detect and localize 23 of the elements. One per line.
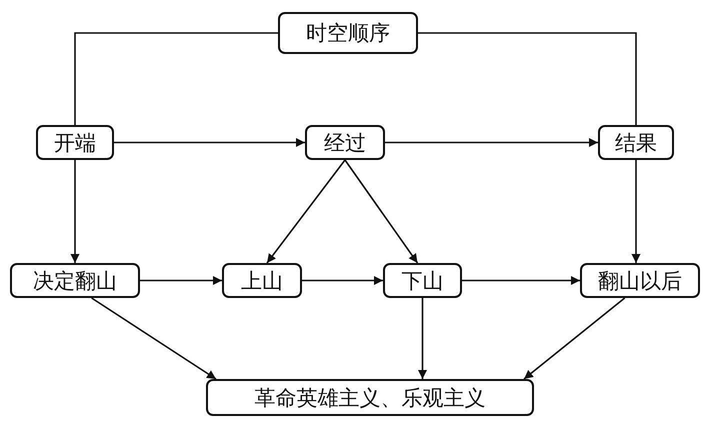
text-box: 革命英雄主义、乐观主义	[206, 379, 534, 416]
arrow	[632, 160, 640, 263]
connector-line	[74, 32, 278, 125]
arrow	[140, 276, 222, 285]
arrow	[114, 138, 305, 147]
text-box: 决定翻山	[10, 263, 140, 298]
text-box: 上山	[222, 263, 302, 298]
arrow	[302, 276, 383, 285]
arrow	[91, 297, 216, 380]
text-box: 时空顺序	[278, 12, 418, 54]
connector-line	[418, 32, 637, 125]
text-box: 下山	[383, 263, 462, 298]
text-box: 经过	[305, 125, 385, 160]
text-box: 开端	[36, 125, 114, 160]
arrow	[344, 160, 418, 264]
arrow	[524, 297, 626, 380]
text-box: 结果	[598, 125, 674, 160]
arrow	[462, 276, 580, 285]
text-box: 翻山以后	[580, 263, 700, 298]
arrow	[266, 160, 346, 264]
arrow	[70, 160, 80, 263]
arrow	[385, 138, 598, 147]
arrow	[418, 298, 427, 379]
